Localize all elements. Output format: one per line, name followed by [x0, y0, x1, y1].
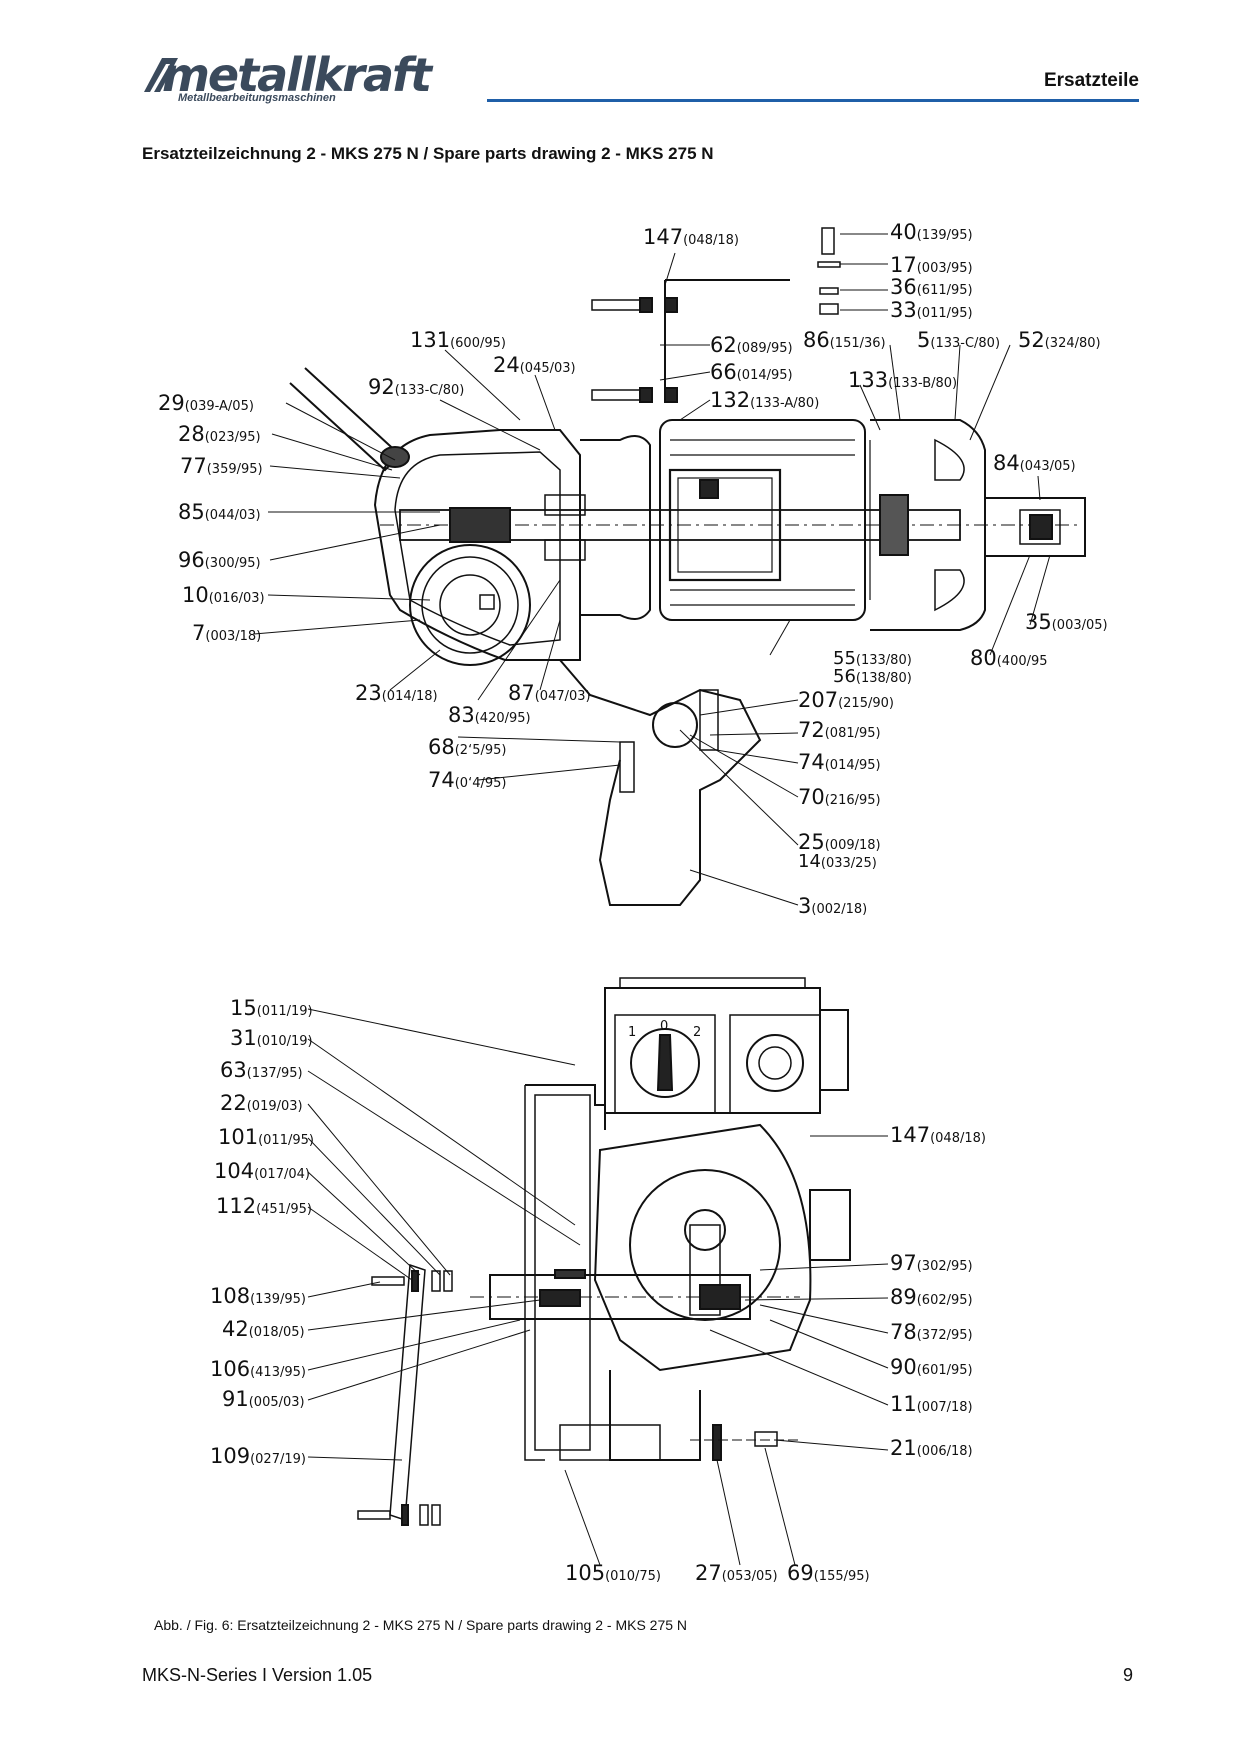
- callout-40: 40(139/95): [890, 220, 973, 244]
- callout-72: 72(081/95): [798, 718, 881, 742]
- callout-69: 69(155/95): [787, 1561, 870, 1585]
- callout-15: 15(011/19): [230, 996, 313, 1020]
- callout-5: 5(133-C/80): [917, 328, 1001, 352]
- callout-84: 84(043/05): [993, 451, 1076, 475]
- callout-3: 3(002/18): [798, 894, 868, 918]
- callout-11: 11(007/18): [890, 1392, 973, 1416]
- callout-63: 63(137/95): [220, 1058, 303, 1082]
- callout-35: 35(003/05): [1025, 610, 1108, 634]
- callout-70: 70(216/95): [798, 785, 881, 809]
- callout-91: 91(005/03): [222, 1387, 305, 1411]
- callout-22: 22(019/03): [220, 1091, 303, 1115]
- page-heading: Ersatzteilzeichnung 2 - MKS 275 N / Spar…: [142, 144, 714, 163]
- switch-mark-2: 2: [693, 1025, 702, 1040]
- callout-87: 87(047/03): [508, 681, 591, 705]
- callout-112: 112(451/95): [216, 1194, 312, 1218]
- callout-133: 133(133-B/80): [848, 368, 958, 392]
- callout-86: 86(151/36): [803, 328, 886, 352]
- callout-21: 21(006/18): [890, 1436, 973, 1460]
- callout-97: 97(302/95): [890, 1251, 973, 1275]
- top-figure-drawing: [253, 227, 1086, 906]
- callout-77: 77(359/95): [180, 454, 263, 478]
- callout-147-bottom: 147(048/18): [890, 1123, 986, 1147]
- callout-109: 109(027/19): [210, 1444, 306, 1468]
- callout-14: 14(033/25): [798, 851, 877, 872]
- callout-62: 62(089/95): [710, 333, 793, 357]
- callout-7: 7(003/18): [192, 621, 262, 645]
- callout-104: 104(017/04): [214, 1159, 310, 1183]
- bottom-figure-drawing: [307, 977, 889, 1566]
- callout-207: 207(215/90): [798, 688, 894, 712]
- callout-92: 92(133-C/80): [368, 375, 465, 399]
- callout-105: 105(010/75): [565, 1561, 661, 1585]
- callout-68: 68(2‘5/95): [428, 735, 507, 759]
- callout-27: 27(053/05): [695, 1561, 778, 1585]
- switch-mark-1: 1: [628, 1025, 637, 1040]
- callout-85: 85(044/03): [178, 500, 261, 524]
- footer-version: MKS-N-Series I Version 1.05: [142, 1665, 373, 1685]
- callout-74-right: 74(014/95): [798, 750, 881, 774]
- logo-mark-icon: [144, 58, 178, 92]
- callout-147: 147(048/18): [643, 225, 739, 249]
- brand-logo: metallkraft Metallbearbeitungsmaschinen: [140, 48, 480, 108]
- callout-28: 28(023/95): [178, 422, 261, 446]
- callout-10: 10(016/03): [182, 583, 265, 607]
- callout-31: 31(010/19): [230, 1026, 313, 1050]
- callout-132: 132(133-A/80): [710, 388, 820, 412]
- page-number: 9: [1122, 1665, 1133, 1685]
- callout-56: 56(138/80): [833, 666, 912, 687]
- callout-101: 101(011/95): [218, 1125, 314, 1149]
- callout-96: 96(300/95): [178, 548, 261, 572]
- callout-42: 42(018/05): [222, 1317, 305, 1341]
- callout-78: 78(372/95): [890, 1320, 973, 1344]
- section-title: Ersatzteile: [1043, 70, 1139, 91]
- callout-29: 29(039-A/05): [158, 391, 254, 415]
- logo-wordmark: metallkraft: [162, 48, 432, 102]
- header-divider: [487, 99, 1139, 102]
- callout-24: 24(045/03): [493, 353, 576, 377]
- callout-89: 89(602/95): [890, 1285, 973, 1309]
- callout-131: 131(600/95): [410, 328, 506, 352]
- callout-52: 52(324/80): [1018, 328, 1101, 352]
- callout-74-left: 74(0‘4/95): [428, 768, 507, 792]
- callout-66: 66(014/95): [710, 360, 793, 384]
- callout-55: 55(133/80): [833, 648, 912, 669]
- figure-caption: Abb. / Fig. 6: Ersatzteilzeichnung 2 - M…: [154, 1617, 688, 1633]
- callout-108: 108(139/95): [210, 1284, 306, 1308]
- callout-90: 90(601/95): [890, 1355, 973, 1379]
- callout-17: 17(003/95): [890, 253, 973, 277]
- switch-mark-0: 0: [660, 1019, 669, 1034]
- callout-83: 83(420/95): [448, 703, 531, 727]
- callout-33: 33(011/95): [890, 298, 973, 322]
- logo-subtitle: Metallbearbeitungsmaschinen: [178, 92, 336, 104]
- callout-23: 23(014/18): [355, 681, 438, 705]
- callout-106: 106(413/95): [210, 1357, 306, 1381]
- callout-80: 80(400/95: [970, 646, 1048, 670]
- callout-36: 36(611/95): [890, 275, 973, 299]
- callout-25: 25(009/18): [798, 830, 881, 854]
